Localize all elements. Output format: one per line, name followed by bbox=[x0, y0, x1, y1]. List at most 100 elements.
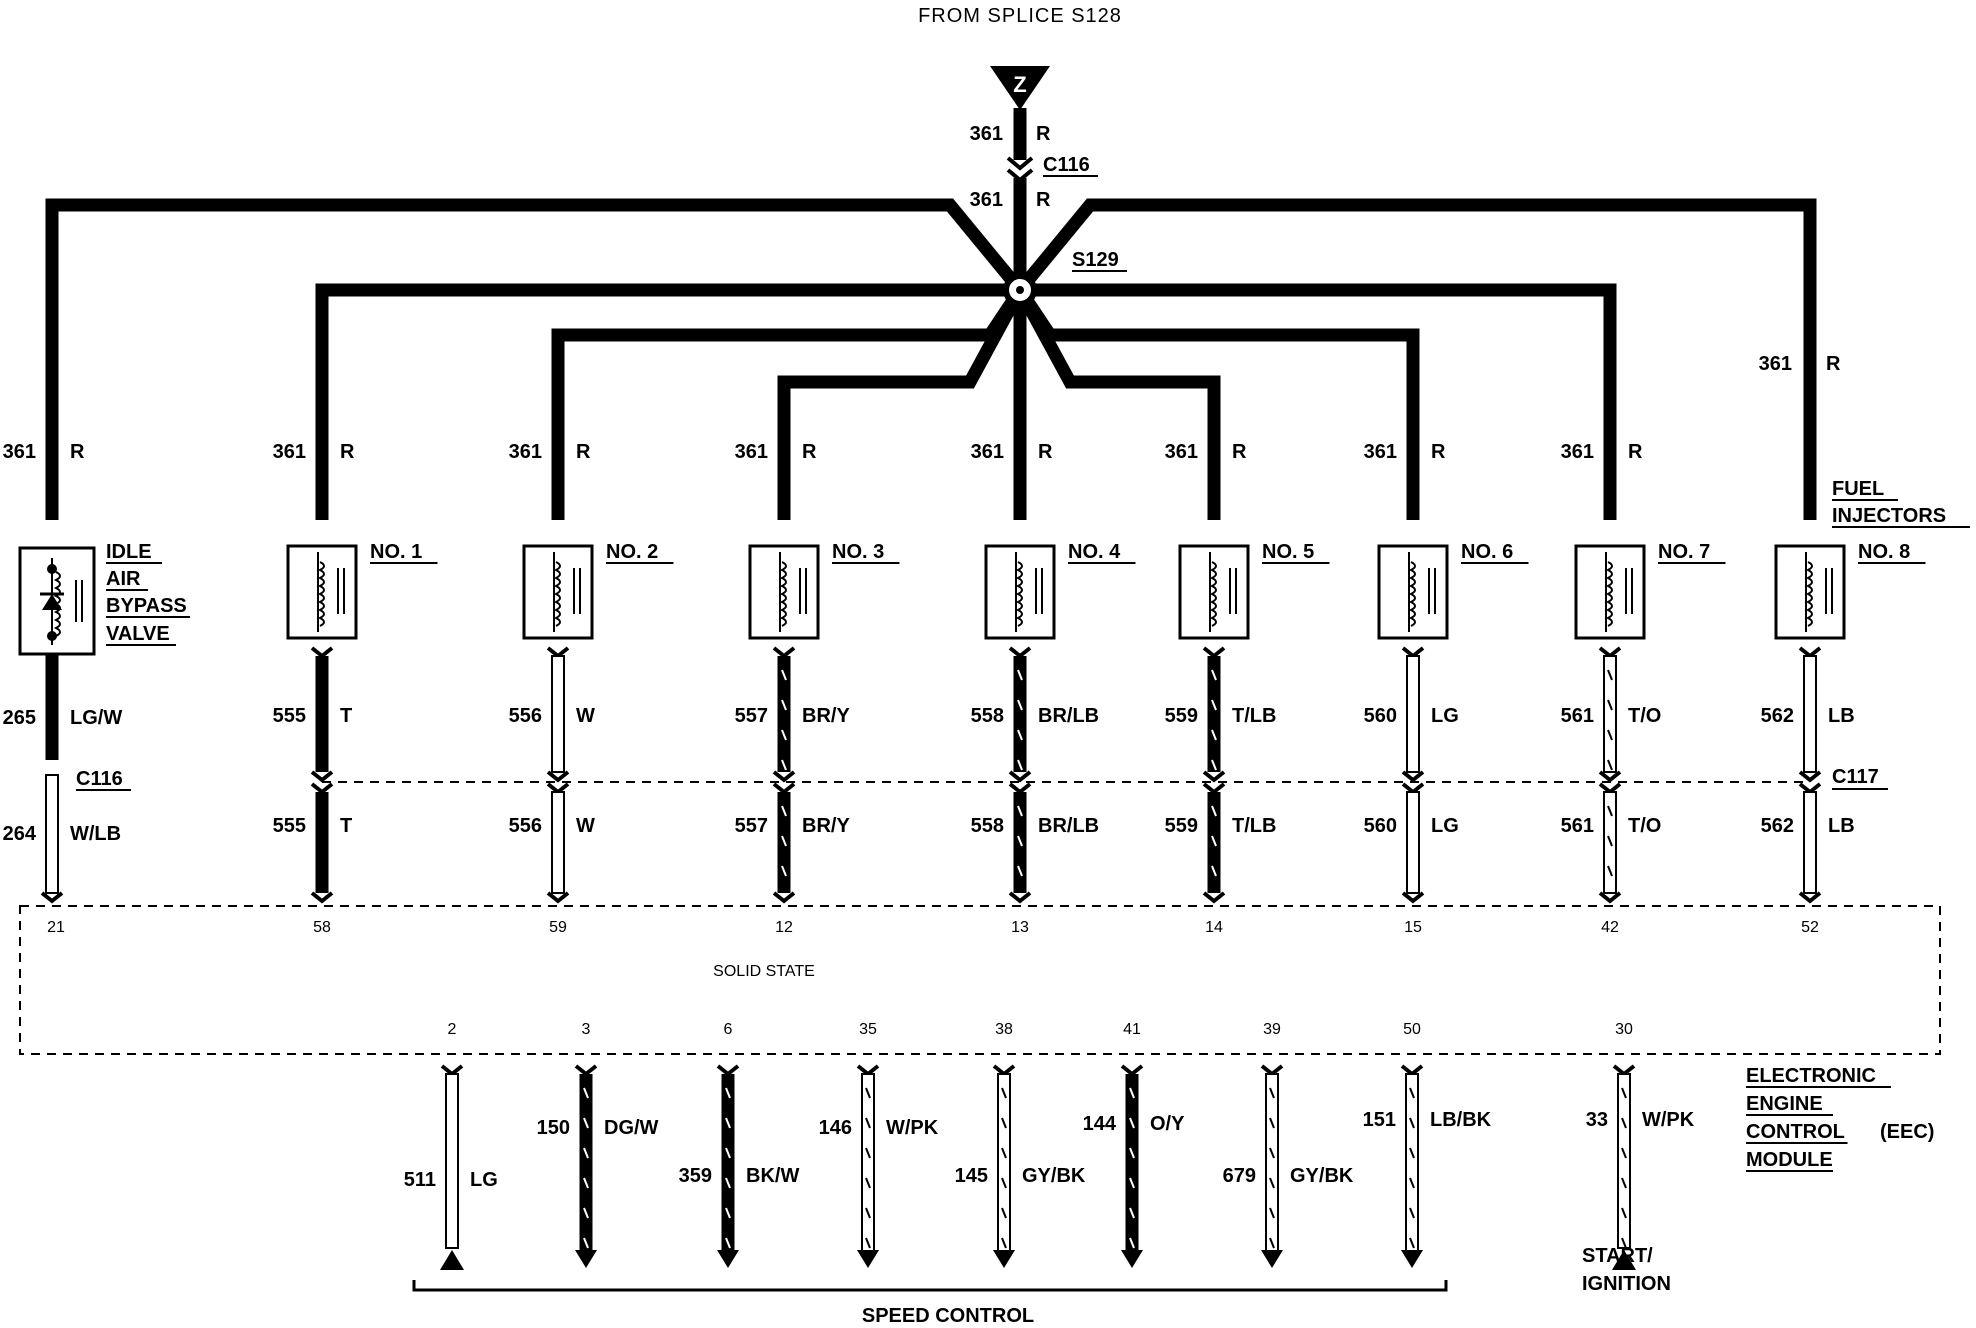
output-wire-number: 150 bbox=[537, 1117, 570, 1139]
injector-name: NO. 7 bbox=[1658, 541, 1710, 563]
wire-stripe bbox=[1211, 805, 1217, 817]
wire-stripe bbox=[865, 1207, 871, 1219]
wire-stripe bbox=[1211, 759, 1217, 771]
feed-injector-3 bbox=[777, 286, 1026, 520]
eec-label-line: MODULE bbox=[1746, 1149, 1833, 1171]
splice-z-label: Z bbox=[1013, 72, 1026, 97]
output-wire bbox=[1405, 1073, 1419, 1253]
wire-stripe bbox=[1607, 699, 1613, 711]
injector-wire-number: 560 bbox=[1364, 705, 1397, 727]
wire-stripe bbox=[1409, 1087, 1415, 1099]
wire-stripe bbox=[583, 1147, 589, 1159]
output-wire bbox=[997, 1073, 1011, 1253]
wire-stripe bbox=[1017, 835, 1023, 847]
wire-stripe bbox=[781, 835, 787, 847]
arrow-down-icon bbox=[575, 1250, 597, 1268]
wire-stripe bbox=[1269, 1117, 1275, 1129]
output-wire-color: O/Y bbox=[1150, 1113, 1185, 1135]
connector-chevron-icon bbox=[1400, 1064, 1424, 1077]
ignition-label: IGNITION bbox=[1582, 1273, 1671, 1295]
wire-stripe bbox=[1017, 759, 1023, 771]
wire-264-color: W/LB bbox=[70, 823, 121, 845]
coil-icon bbox=[53, 571, 61, 637]
wire-stripe bbox=[781, 669, 787, 681]
output-wire-color: GY/BK bbox=[1022, 1165, 1086, 1187]
injector-wire-upper bbox=[1803, 655, 1817, 773]
right-feed-color: R bbox=[1826, 353, 1841, 375]
injector-name: NO. 1 bbox=[370, 541, 422, 563]
injector-top-wire: 361 bbox=[971, 441, 1004, 463]
wire-stripe bbox=[1269, 1147, 1275, 1159]
eec-pin-number: 42 bbox=[1601, 919, 1619, 936]
wire-stripe bbox=[865, 1147, 871, 1159]
connector-chevron-icon bbox=[856, 1064, 880, 1077]
connector-chevron-icon bbox=[546, 646, 570, 659]
connector-chevron-icon bbox=[1008, 891, 1032, 904]
eec-label-line: ENGINE bbox=[1746, 1093, 1823, 1115]
wire-stripe bbox=[1129, 1207, 1135, 1219]
connector-chevron-icon bbox=[772, 646, 796, 659]
injector-wire-upper bbox=[1603, 655, 1617, 773]
injector-wire-number-lower: 561 bbox=[1561, 815, 1594, 837]
injector-top-color: R bbox=[1431, 441, 1446, 463]
wire-stripe bbox=[781, 805, 787, 817]
speed-control-label: SPEED CONTROL bbox=[862, 1305, 1034, 1327]
injector-wire-color-lower: BR/Y bbox=[802, 815, 850, 837]
feed-injector-8 bbox=[1014, 198, 1817, 520]
eec-pin-number: 21 bbox=[47, 919, 65, 936]
injector-wire-lower bbox=[1406, 791, 1420, 894]
wire-stripe bbox=[1129, 1117, 1135, 1129]
source-wire-color: R bbox=[1036, 123, 1051, 145]
source-wire-color-2: R bbox=[1036, 189, 1051, 211]
wire-stripe bbox=[1409, 1147, 1415, 1159]
wire-stripe bbox=[1621, 1087, 1627, 1099]
connector-chevron-icon bbox=[1120, 1064, 1144, 1077]
output-wire bbox=[861, 1073, 875, 1253]
connector-chevron-icon bbox=[546, 891, 570, 904]
connector-chevron-icon bbox=[310, 782, 334, 795]
wire-stripe bbox=[583, 1087, 589, 1099]
injector-name: NO. 8 bbox=[1858, 541, 1910, 563]
injectors-label: INJECTORS bbox=[1832, 505, 1946, 527]
connector-chevron-icon bbox=[1401, 770, 1425, 783]
connector-chevron-icon bbox=[992, 1064, 1016, 1077]
eec-pin-number: 39 bbox=[1263, 1021, 1281, 1038]
injector-top-wire: 361 bbox=[1364, 441, 1397, 463]
injector-wire-color: BR/Y bbox=[802, 705, 850, 727]
arrow-up-icon bbox=[440, 1250, 464, 1270]
eec-pin-number: 35 bbox=[859, 1021, 877, 1038]
coil-icon bbox=[1408, 561, 1416, 627]
wire-stripe bbox=[781, 729, 787, 741]
wire-stripe bbox=[725, 1237, 731, 1249]
output-wire-color: DG/W bbox=[604, 1117, 659, 1139]
connector-chevron-icon bbox=[1798, 891, 1822, 904]
output-wire-number: 679 bbox=[1223, 1165, 1256, 1187]
diode-icon bbox=[42, 594, 62, 610]
injector-wire-color-lower: LG bbox=[1431, 815, 1459, 837]
injector-name: NO. 2 bbox=[606, 541, 658, 563]
feed-injector-5 bbox=[1014, 286, 1221, 520]
wire-stripe bbox=[865, 1237, 871, 1249]
wire-stripe bbox=[1269, 1087, 1275, 1099]
idle-air-label-line: IDLE bbox=[106, 541, 152, 563]
feed-injector-1 bbox=[315, 283, 1020, 520]
eec-label-suffix: (EEC) bbox=[1880, 1121, 1934, 1143]
eec-pin-number: 30 bbox=[1615, 1021, 1633, 1038]
output-wire-color: BK/W bbox=[746, 1165, 799, 1187]
wire-stripe bbox=[1017, 669, 1023, 681]
coil-icon bbox=[317, 561, 325, 627]
wire-stripe bbox=[725, 1117, 731, 1129]
connector-chevron-icon bbox=[1598, 782, 1622, 795]
eec-label-line: CONTROL bbox=[1746, 1121, 1845, 1143]
wire-264-number: 264 bbox=[3, 823, 37, 845]
injector-wire-number: 558 bbox=[971, 705, 1004, 727]
injector-wire-color-lower: W bbox=[576, 815, 595, 837]
connector-chevron-icon bbox=[1401, 891, 1425, 904]
